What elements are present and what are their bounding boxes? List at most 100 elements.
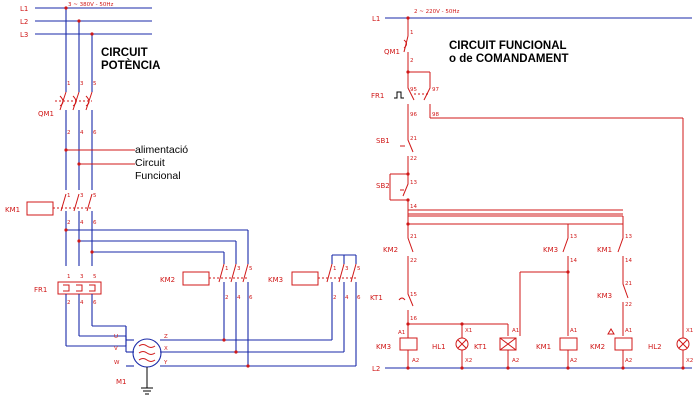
qm1-label: QM1 bbox=[38, 110, 54, 118]
svg-text:5: 5 bbox=[357, 266, 361, 272]
timer-contact-kt1: KT1 15 16 bbox=[370, 290, 417, 322]
svg-text:Z: Z bbox=[164, 334, 168, 340]
svg-text:X: X bbox=[164, 346, 168, 352]
svg-text:1: 1 bbox=[225, 266, 229, 272]
note-line-2: Circuit bbox=[135, 157, 165, 169]
svg-text:A1: A1 bbox=[512, 328, 519, 334]
motor-label: M1 bbox=[116, 378, 127, 386]
bus-label-l2: L2 bbox=[20, 18, 28, 26]
fr1-label: FR1 bbox=[34, 286, 47, 294]
svg-text:3: 3 bbox=[237, 266, 241, 272]
svg-text:96: 96 bbox=[410, 112, 417, 118]
coil-km2-label: KM2 bbox=[590, 343, 605, 351]
coil-kt1-label: KT1 bbox=[474, 343, 487, 351]
breaker-qm1-control: QM1 1 2 bbox=[384, 30, 414, 64]
svg-text:V: V bbox=[114, 346, 118, 352]
lamp-hl1: HL1 X1 X2 bbox=[432, 328, 472, 368]
svg-text:1: 1 bbox=[67, 81, 71, 87]
svg-text:14: 14 bbox=[570, 258, 577, 264]
svg-text:A1: A1 bbox=[625, 328, 632, 334]
svg-text:1: 1 bbox=[67, 193, 71, 199]
svg-text:2: 2 bbox=[225, 295, 229, 301]
sb2-label: SB2 bbox=[376, 182, 390, 190]
svg-text:A1: A1 bbox=[570, 328, 577, 334]
svg-text:A2: A2 bbox=[512, 358, 519, 364]
note-line-1: alimentació bbox=[135, 144, 188, 156]
breaker-qm1: QM1 1 3 5 2 4 6 bbox=[38, 81, 97, 136]
svg-text:6: 6 bbox=[93, 300, 97, 306]
svg-text:21: 21 bbox=[625, 281, 632, 287]
svg-text:1: 1 bbox=[67, 274, 71, 280]
thermal-relay-fr1: FR1 1 3 5 2 4 6 bbox=[34, 274, 102, 306]
note-line-3: Funcional bbox=[135, 170, 181, 182]
svg-text:6: 6 bbox=[249, 295, 253, 301]
svg-text:21: 21 bbox=[410, 234, 417, 240]
coil-km1: KM1 A1 A2 bbox=[536, 328, 578, 368]
svg-text:13: 13 bbox=[625, 234, 632, 240]
control-title-1: CIRCUIT FUNCIONAL bbox=[449, 40, 567, 52]
svg-text:5: 5 bbox=[93, 274, 97, 280]
svg-text:1: 1 bbox=[410, 30, 414, 36]
ctrl-km2-label: KM2 bbox=[383, 246, 398, 254]
control-title-2: o de COMANDAMENT bbox=[449, 53, 568, 65]
svg-text:22: 22 bbox=[625, 302, 632, 308]
svg-text:16: 16 bbox=[410, 316, 417, 322]
lamp-hl1-label: HL1 bbox=[432, 343, 446, 351]
km3-label: KM3 bbox=[268, 276, 283, 284]
svg-text:Y: Y bbox=[163, 360, 168, 366]
svg-text:4: 4 bbox=[237, 295, 241, 301]
svg-text:A2: A2 bbox=[570, 358, 577, 364]
svg-text:X2: X2 bbox=[686, 358, 693, 364]
svg-text:2: 2 bbox=[67, 130, 71, 136]
svg-text:1: 1 bbox=[333, 266, 337, 272]
coil-km3: KM3 A1 A2 bbox=[376, 330, 419, 368]
lamp-hl2-label: HL2 bbox=[648, 343, 662, 351]
contactor-km2: KM2 1 3 5 2 4 6 bbox=[160, 263, 253, 301]
rail-l1-label: L1 bbox=[372, 15, 380, 23]
bus-label-l3: L3 bbox=[20, 31, 28, 39]
svg-text:13: 13 bbox=[410, 180, 417, 186]
coil-kt1: KT1 A1 A2 bbox=[474, 328, 519, 368]
svg-text:21: 21 bbox=[410, 136, 417, 142]
ctrl-fr1-label: FR1 bbox=[371, 92, 384, 100]
svg-text:4: 4 bbox=[80, 130, 84, 136]
svg-text:3: 3 bbox=[80, 274, 84, 280]
contactor-km1: KM1 1 3 5 2 4 6 bbox=[5, 193, 97, 226]
svg-text:98: 98 bbox=[432, 112, 439, 118]
motor-m1: U V W Z X Y M1 bbox=[114, 334, 168, 395]
control-circuit: L1 L2 2 ~ 220V - 50Hz CIRCUIT FUNCIONAL … bbox=[370, 9, 693, 373]
svg-text:A2: A2 bbox=[625, 358, 632, 364]
ctrl-km3b-label: KM3 bbox=[597, 292, 612, 300]
svg-text:95: 95 bbox=[410, 87, 417, 93]
svg-text:5: 5 bbox=[93, 193, 97, 199]
svg-text:2: 2 bbox=[410, 58, 414, 64]
svg-text:2: 2 bbox=[67, 220, 71, 226]
svg-text:A1: A1 bbox=[398, 330, 405, 336]
svg-text:22: 22 bbox=[410, 156, 417, 162]
svg-text:6: 6 bbox=[93, 220, 97, 226]
svg-text:6: 6 bbox=[357, 295, 361, 301]
contact-km2: KM2 21 22 bbox=[383, 232, 417, 264]
ctrl-qm1-label: QM1 bbox=[384, 48, 400, 56]
contact-km1: KM1 13 14 bbox=[597, 232, 632, 264]
svg-text:14: 14 bbox=[410, 204, 417, 210]
coil-km3-label: KM3 bbox=[376, 343, 391, 351]
lamp-hl2: HL2 X1 X2 bbox=[648, 328, 693, 368]
svg-text:5: 5 bbox=[249, 266, 253, 272]
svg-text:3: 3 bbox=[80, 81, 84, 87]
contact-km3-nc: KM3 21 22 bbox=[597, 278, 632, 308]
svg-text:4: 4 bbox=[345, 295, 349, 301]
svg-text:5: 5 bbox=[93, 81, 97, 87]
ctrl-km1-label: KM1 bbox=[597, 246, 612, 254]
rail-l2-label: L2 bbox=[372, 365, 380, 373]
power-circuit: L1 L2 L3 3 ~ 380V - 50Hz CIRCUIT POTÈNCI… bbox=[5, 2, 361, 395]
svg-text:6: 6 bbox=[93, 130, 97, 136]
km1-label: KM1 bbox=[5, 206, 20, 214]
coil-km1-label: KM1 bbox=[536, 343, 551, 351]
start-button-sb2: SB2 13 14 bbox=[376, 180, 417, 214]
svg-text:15: 15 bbox=[410, 292, 417, 298]
svg-text:22: 22 bbox=[410, 258, 417, 264]
bus-label-l1: L1 bbox=[20, 5, 28, 13]
svg-text:3: 3 bbox=[345, 266, 349, 272]
